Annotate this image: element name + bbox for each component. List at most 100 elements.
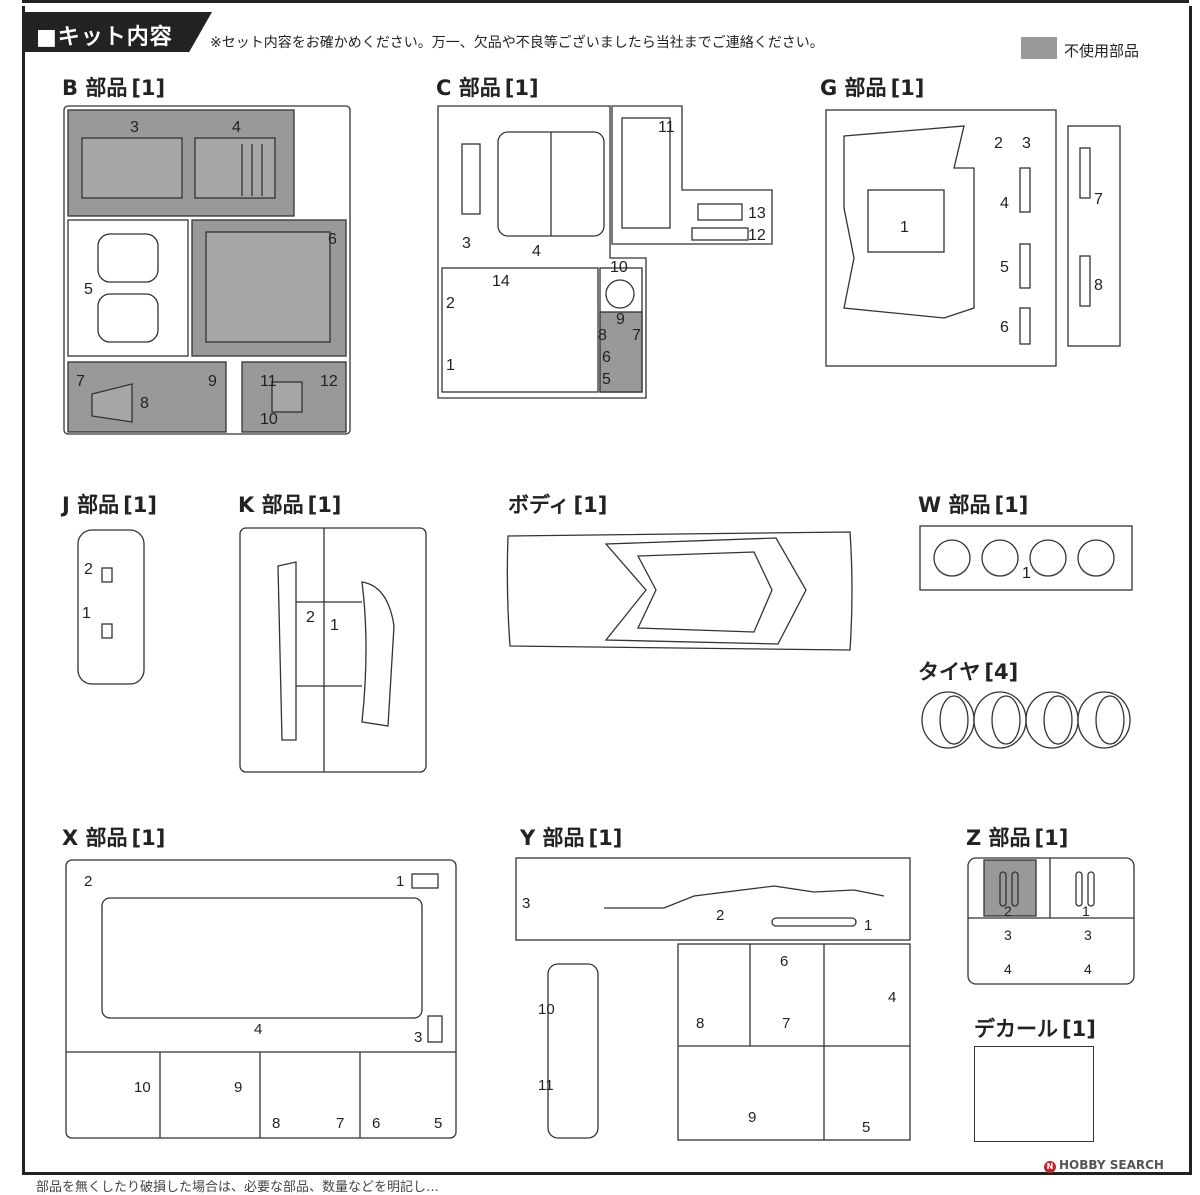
y-part-label: 6 <box>780 953 788 970</box>
x-part-label: 7 <box>336 1115 344 1132</box>
c-part-label: 6 <box>602 349 611 366</box>
section-decal-title: デカール[1] <box>974 1017 1096 1041</box>
sprue-g: 1 2 3 4 5 6 7 8 <box>825 109 1121 367</box>
b-part-label: 4 <box>232 119 241 136</box>
y-part-label: 11 <box>538 1077 554 1094</box>
sprue-y: 3 2 1 10 11 6 8 7 4 9 5 <box>515 857 911 1141</box>
y-part-label: 3 <box>522 895 530 912</box>
g-part-label: 3 <box>1022 135 1031 152</box>
page-title: ■キット内容 <box>36 25 173 50</box>
z-unused <box>983 859 1037 917</box>
z-part-label: 4 <box>1084 961 1092 977</box>
c-part-label: 12 <box>748 227 766 244</box>
section-b-title: B 部品[1] <box>62 76 166 100</box>
sprue-b: 3 4 5 6 7 8 9 11 12 10 <box>63 105 351 435</box>
x-part-label: 3 <box>414 1029 422 1046</box>
y-part-label: 10 <box>538 1001 555 1018</box>
header-tab: ■キット内容 <box>22 12 212 52</box>
c-part-label: 3 <box>462 235 471 252</box>
tire-set <box>921 691 1131 749</box>
c-part-label: 5 <box>602 371 611 388</box>
decal-sheet <box>974 1046 1094 1142</box>
section-x-title: X 部品[1] <box>62 826 166 850</box>
section-g-title: G 部品[1] <box>820 76 925 100</box>
y-part-label: 8 <box>696 1015 704 1032</box>
y-part-label: 4 <box>888 989 896 1006</box>
c-part-label: 7 <box>632 327 641 344</box>
x-part-label: 2 <box>84 873 92 890</box>
body-shell <box>506 531 853 651</box>
legend-label: 不使用部品 <box>1064 42 1140 60</box>
k-part-label: 2 <box>306 609 315 626</box>
c-part-label: 14 <box>492 273 510 290</box>
x-part-label: 1 <box>396 873 404 890</box>
x-part-label: 5 <box>434 1115 442 1132</box>
c-unused <box>599 311 643 393</box>
g-part-label: 1 <box>900 219 909 236</box>
c-part-label: 4 <box>532 243 541 260</box>
x-part-label: 4 <box>254 1021 262 1038</box>
section-k-title: K 部品[1] <box>238 493 342 517</box>
sprue-w: 1 <box>919 525 1133 591</box>
g-part-label: 2 <box>994 135 1003 152</box>
g-part-label: 5 <box>1000 259 1009 276</box>
b-part-label: 10 <box>260 411 278 428</box>
x-part-label: 8 <box>272 1115 280 1132</box>
x-part-label: 6 <box>372 1115 380 1132</box>
section-c-title: C 部品[1] <box>436 76 539 100</box>
b-part-label: 6 <box>328 231 337 248</box>
sprue-j: 2 1 <box>77 529 145 685</box>
b-part-label: 12 <box>320 373 338 390</box>
section-w-title: W 部品[1] <box>918 493 1029 517</box>
c-part-label: 8 <box>598 327 607 344</box>
g-part-label: 7 <box>1094 191 1103 208</box>
c-part-label: 9 <box>616 311 625 328</box>
section-tire-title: タイヤ[4] <box>918 660 1019 684</box>
x-part-label: 9 <box>234 1079 242 1096</box>
j-part-label: 2 <box>84 561 93 578</box>
b-part-label: 9 <box>208 373 217 390</box>
z-part-label: 3 <box>1084 927 1092 943</box>
section-j-title: J 部品[1] <box>62 493 157 517</box>
y-part-label: 9 <box>748 1109 756 1126</box>
y-part-label: 1 <box>864 917 872 934</box>
z-part-label: 2 <box>1004 903 1012 919</box>
bottom-note: 部品を無くしたり破損した場合は、必要な部品、数量などを明記し… <box>36 1180 440 1195</box>
b-part-label: 11 <box>260 373 277 390</box>
c-part-label: 2 <box>446 295 455 312</box>
notice-text: ※セット内容をお確かめください。万一、欠品や不良等ございましたら当社までご連絡く… <box>210 35 824 51</box>
section-body-title: ボディ[1] <box>508 493 608 517</box>
page-frame <box>22 6 1192 1175</box>
section-z-title: Z 部品[1] <box>966 826 1069 850</box>
top-border <box>22 0 1189 3</box>
z-part-label: 3 <box>1004 927 1012 943</box>
x-part-label: 10 <box>134 1079 151 1096</box>
b-part-label: 5 <box>84 281 93 298</box>
sprue-k: 2 1 <box>239 527 427 773</box>
c-part-label: 1 <box>446 357 455 374</box>
b-part-label: 8 <box>140 395 149 412</box>
b-part-label: 3 <box>130 119 139 136</box>
z-part-label: 1 <box>1082 903 1090 919</box>
legend-swatch <box>1021 37 1057 59</box>
j-part-label: 1 <box>82 605 91 622</box>
section-y-title: Y 部品[1] <box>520 826 623 850</box>
sprue-z: 2 1 3 3 4 4 <box>967 857 1135 985</box>
z-part-label: 4 <box>1004 961 1012 977</box>
y-part-label: 5 <box>862 1119 870 1136</box>
c-part-label: 13 <box>748 205 766 222</box>
k-part-label: 1 <box>330 617 339 634</box>
c-part-label: 10 <box>610 259 628 276</box>
g-part-label: 6 <box>1000 319 1009 336</box>
c-part-label: 11 <box>658 119 675 136</box>
b-part-label: 7 <box>76 373 85 390</box>
w-part-label: 1 <box>1022 565 1031 582</box>
hobby-search-logo-icon: N <box>1044 1161 1056 1173</box>
y-part-label: 7 <box>782 1015 790 1032</box>
g-part-label: 8 <box>1094 277 1103 294</box>
sprue-c: 3 4 11 13 12 14 2 1 10 9 8 7 6 5 <box>437 105 773 399</box>
g-part-label: 4 <box>1000 195 1009 212</box>
y-part-label: 2 <box>716 907 724 924</box>
sprue-x: 2 1 4 3 10 9 8 7 6 5 <box>65 859 457 1139</box>
